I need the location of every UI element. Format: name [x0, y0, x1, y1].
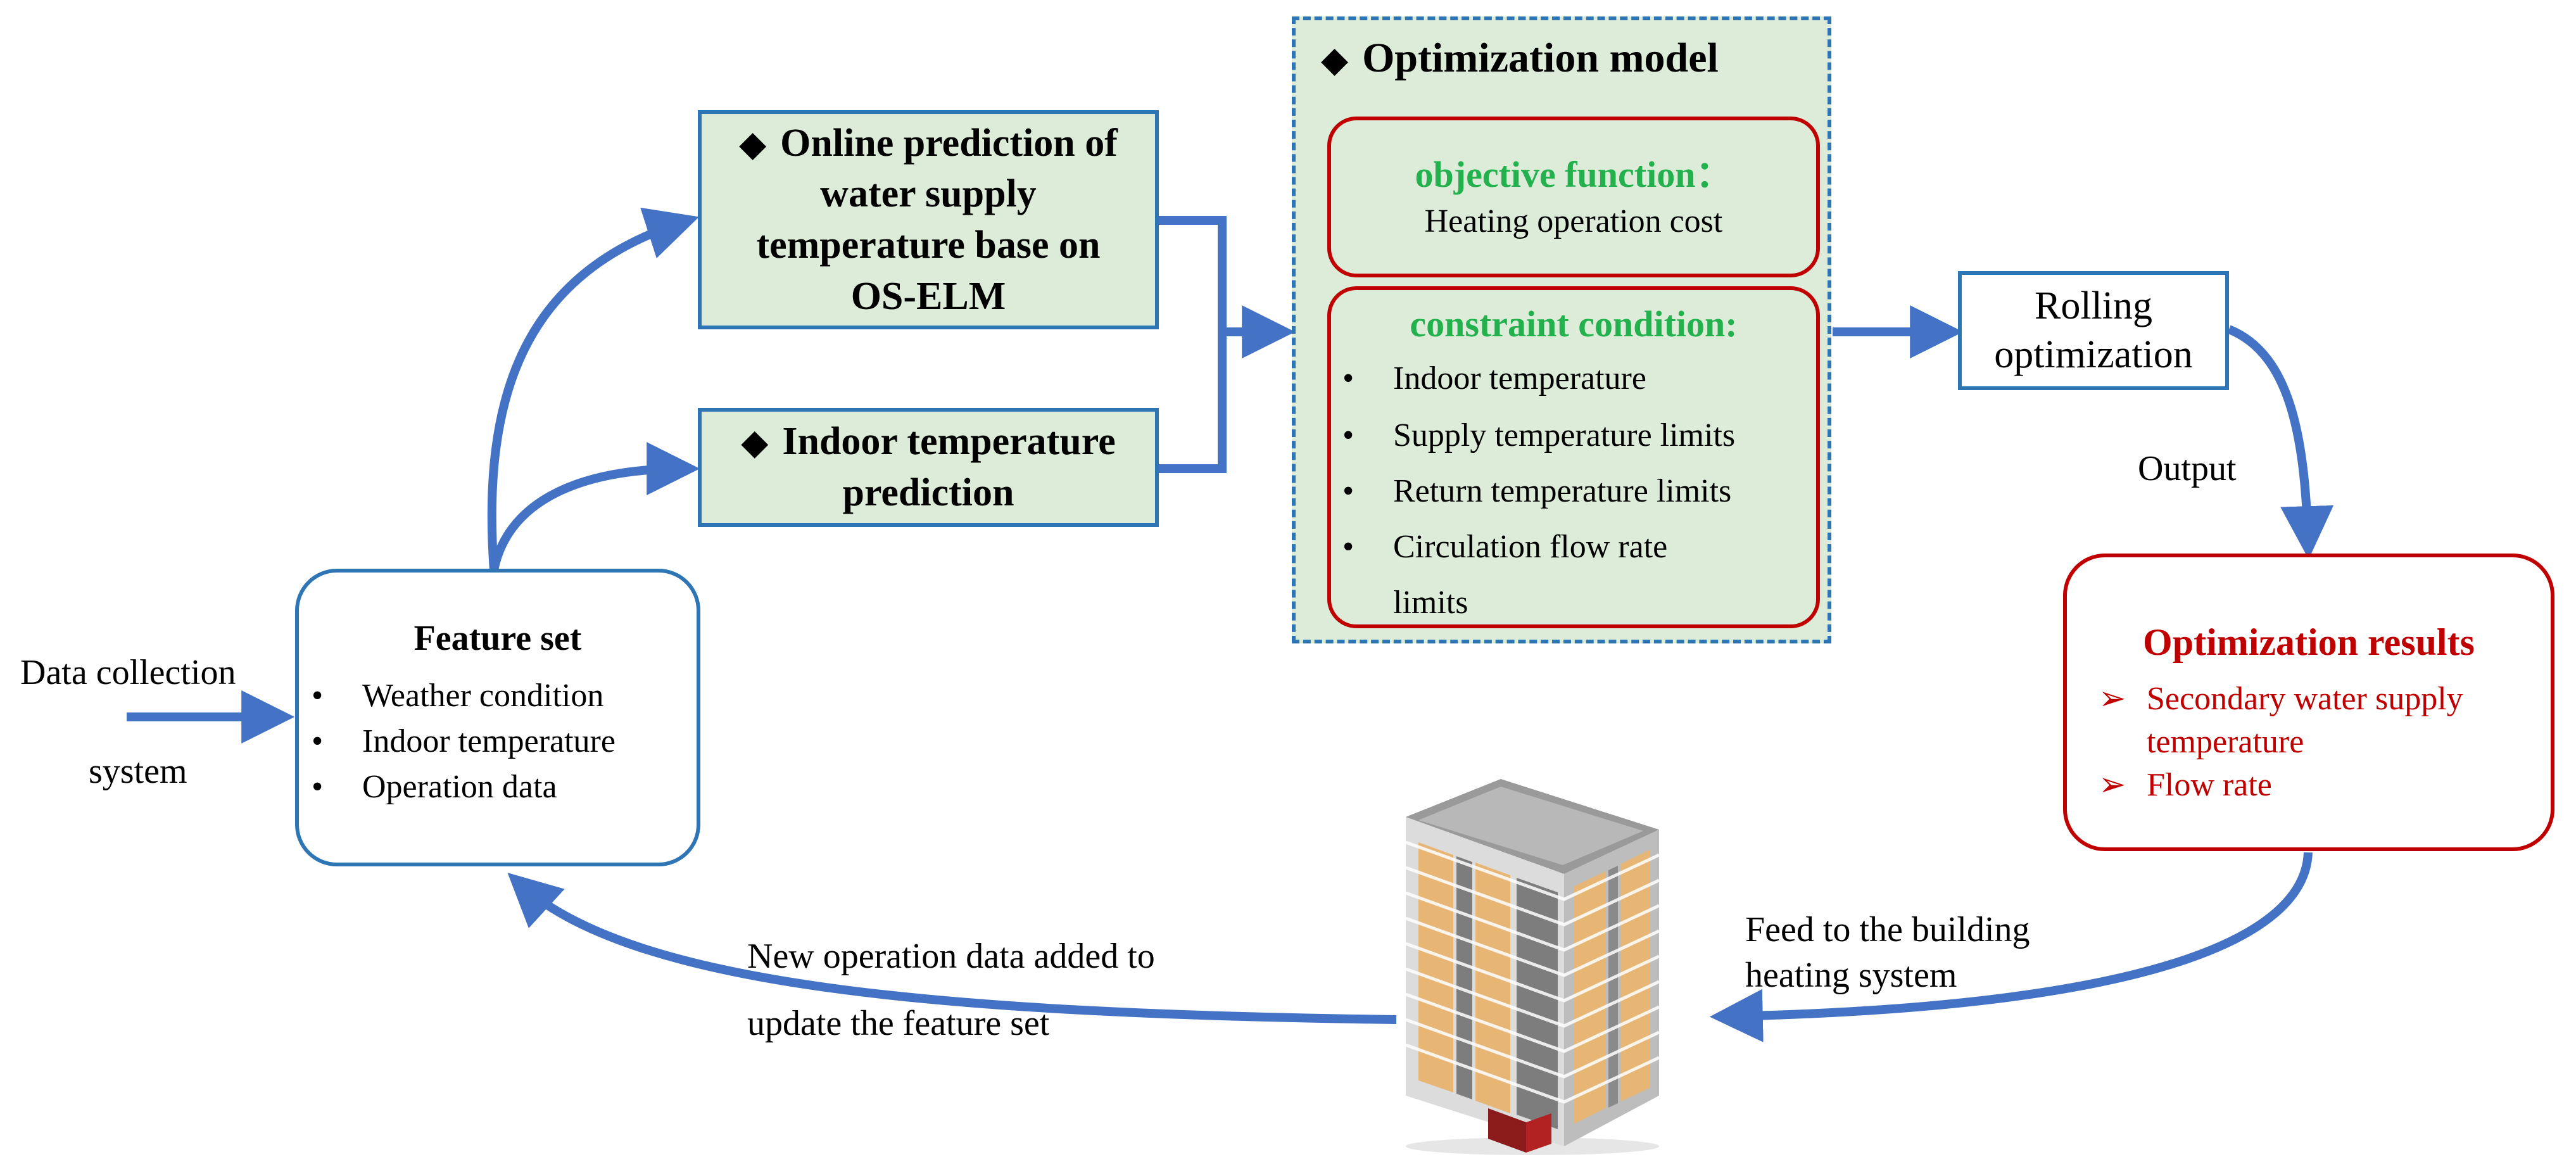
optimization-results-box: Optimization results ➢Secondary water su… — [2063, 554, 2554, 851]
update-label: New operation data added to — [747, 937, 1155, 976]
optimization-model-title: ◆Optimization model — [1321, 35, 1719, 81]
bullet-icon: • — [1342, 473, 1354, 509]
objective-function-box: objective function： Heating operation co… — [1327, 117, 1820, 277]
bullet-icon: • — [1342, 529, 1354, 565]
rolling-to-results-arrow — [2227, 325, 2334, 560]
result-item: ➢Flow rate — [2099, 764, 2548, 807]
diamond-icon: ◆ — [1321, 41, 1349, 80]
building-to-feature-arrow — [507, 872, 1397, 1024]
data-collection-label-2: system — [89, 752, 187, 791]
online-prediction-box: ◆Online prediction of water supply tempe… — [698, 110, 1159, 329]
optimization-results-title: Optimization results — [2143, 621, 2475, 663]
constraint-condition-title: constraint condition: — [1410, 303, 1738, 345]
diamond-icon: ◆ — [741, 423, 769, 463]
merge-bracket — [1159, 216, 1227, 473]
constraint-item: •Supply temperature limits — [1342, 417, 1736, 453]
bullet-icon: • — [312, 769, 324, 805]
feature-to-online-arrow — [487, 207, 699, 571]
objective-function-text: Heating operation cost — [1424, 203, 1723, 239]
red-arrow-marker-icon: ➢ — [2099, 767, 2126, 803]
feed-label: Feed to the building — [1745, 910, 2030, 949]
constraint-item: •Circulation flow rate — [1342, 529, 1668, 565]
feature-to-indoor-arrow — [489, 442, 700, 571]
constraint-item: •Indoor temperature — [1342, 360, 1646, 396]
feature-set-title: Feature set — [414, 619, 582, 658]
result-item: ➢Secondary water supply — [2099, 678, 2548, 721]
bullet-icon: • — [1342, 360, 1354, 396]
red-arrow-marker-icon: ➢ — [2099, 681, 2126, 717]
feed-label-2: heating system — [1745, 956, 1957, 995]
feature-item: •Indoor temperature — [312, 723, 616, 759]
feature-item: •Weather condition — [312, 678, 604, 714]
result-item-continuation: temperature — [2147, 724, 2304, 760]
indoor-prediction-box: ◆Indoor temperature prediction — [698, 408, 1159, 527]
update-label-2: update the feature set — [747, 1004, 1050, 1043]
output-label: Output — [2138, 449, 2237, 488]
bullet-icon: • — [312, 678, 324, 714]
constraint-item: •Return temperature limits — [1342, 473, 1732, 509]
constraint-condition-box: constraint condition: •Indoor temperatur… — [1327, 286, 1820, 628]
apartment-building-icon — [1405, 779, 1660, 1155]
data-collection-label: Data collection — [20, 653, 236, 692]
feature-set-box: Feature set •Weather condition •Indoor t… — [295, 569, 700, 866]
optimization-model-box: ◆Optimization model objective function： … — [1292, 16, 1831, 643]
constraint-item-continuation: limits — [1393, 585, 1468, 621]
bullet-icon: • — [1342, 417, 1354, 453]
bullet-icon: • — [312, 723, 324, 759]
objective-function-title: objective function： — [1415, 154, 1733, 195]
rolling-optimization-box: Rolling optimization — [1958, 271, 2229, 390]
feature-item: •Operation data — [312, 769, 557, 805]
diamond-icon: ◆ — [739, 124, 767, 164]
results-to-building-arrow — [1709, 852, 2313, 1042]
